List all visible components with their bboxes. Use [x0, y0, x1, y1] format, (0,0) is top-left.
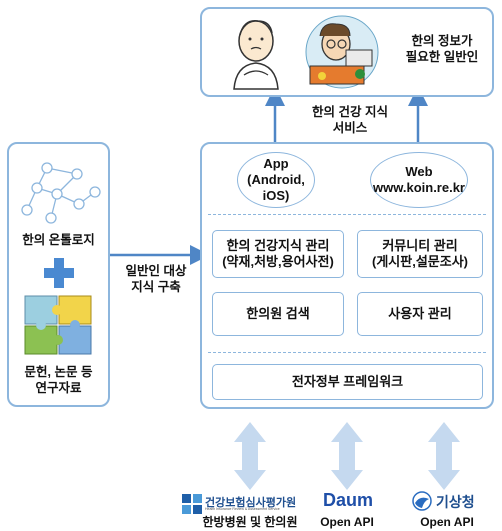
- plus-icon: [44, 258, 74, 288]
- hira-logo-text: 건강보험심사평가원: [205, 497, 297, 509]
- hira-logo: 건강보험심사평가원 Health Insurance Review & Asse…: [182, 494, 318, 514]
- kma-logo-text: 기상청: [436, 494, 475, 510]
- block-arrow-kma: [428, 422, 460, 490]
- user-panel: 한의 정보가 필요한 일반인: [200, 7, 494, 97]
- ontology-graph-icon: [21, 162, 101, 224]
- hira-logo-subtext: Health Insurance Review & Assessment Ser…: [205, 507, 280, 511]
- literature-label: 문헌, 논문 등 연구자료: [24, 365, 93, 395]
- clinic-search-box: 한의원 검색: [212, 292, 344, 336]
- web-channel: Web www.koin.re.kr: [370, 152, 468, 208]
- framework-divider: [208, 352, 486, 353]
- channel-divider: [208, 214, 486, 215]
- block-arrow-hira: [234, 422, 266, 490]
- kma-logo: 기상청: [412, 490, 488, 512]
- user-panel-label: 한의 정보가 필요한 일반인: [405, 34, 479, 64]
- daum-logo: Daum: [322, 490, 373, 510]
- knowledge-source-panel: 한의 온톨로지 문헌, 논문 등 연구자료: [7, 142, 110, 407]
- ontology-label: 한의 온톨로지: [22, 233, 95, 247]
- kma-caption: Open API: [420, 515, 474, 529]
- community-mgmt-box: 커뮤니티 관리 (게시판,설문조사): [357, 230, 483, 278]
- user-mgmt-box: 사용자 관리: [357, 292, 483, 336]
- block-arrow-daum: [331, 422, 363, 490]
- daum-caption: Open API: [320, 515, 374, 529]
- knowledge-build-label: 일반인 대상 지식 구축: [125, 264, 187, 294]
- knowledge-mgmt-box: 한의 건강지식 관리 (약재,처방,용어사전): [212, 230, 344, 278]
- hira-emblem-icon: [182, 494, 202, 514]
- egov-framework-box: 전자정부 프레임워크: [212, 364, 483, 400]
- hira-caption: 한방병원 및 한의원: [202, 515, 298, 529]
- puzzle-icon: [24, 295, 92, 355]
- app-channel: App (Android, iOS): [237, 152, 315, 208]
- person-researching-icon: [305, 15, 379, 89]
- kma-emblem-icon: [412, 491, 432, 511]
- service-label: 한의 건강 지식 서비스: [312, 105, 388, 135]
- person-thinking-icon: [233, 20, 279, 90]
